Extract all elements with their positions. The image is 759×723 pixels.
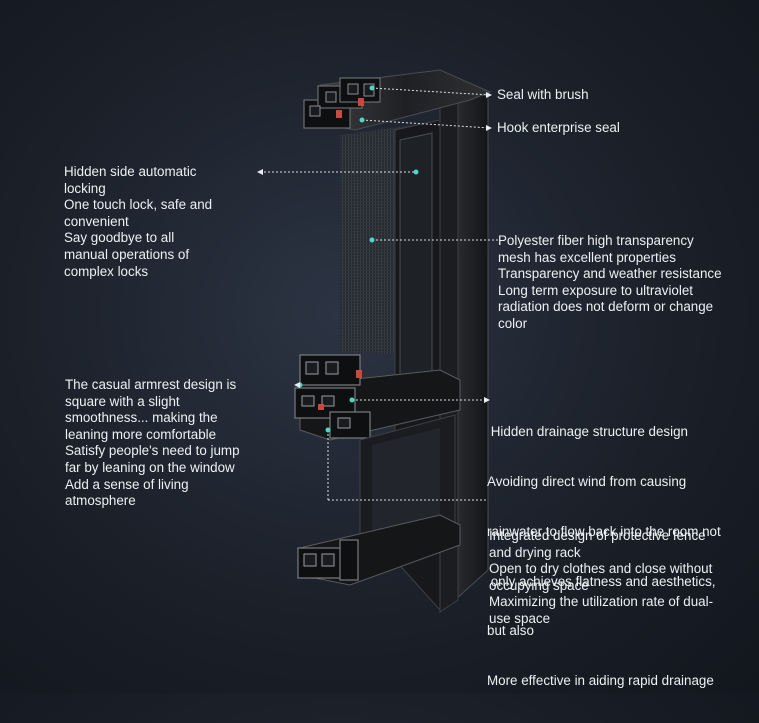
callout-dot-mesh [369,237,375,243]
lock-line: One touch lock, safe and [64,197,213,213]
rack-line: Open to dry clothes and close without [489,561,713,577]
mesh-line: radiation does not deform or change [498,299,714,315]
lock-line: manual operations of [64,246,190,262]
armrest-line: leaning more comfortable [65,426,217,442]
lock-line: Say goodbye to all [64,230,175,246]
armrest-line: far by leaning on the window [65,459,235,475]
callout-dot-lock [413,169,419,175]
armrest-line: Add a sense of living [65,476,189,492]
rack-line: use space [489,610,551,626]
callout-dot-drainage [349,397,355,403]
rack-line: and drying rack [489,544,581,560]
product-diagram: Seal with brush Hook enterprise seal Hid… [64,69,722,688]
outer-frame-right [454,94,489,602]
mesh-line: Long term exposure to ultraviolet [498,282,694,298]
rack-line: occupying space [489,577,589,593]
armrest-description: The casual armrest design is square with… [65,377,240,510]
drainage-line: only achieves flatness and aesthetics, [487,573,716,589]
drainage-line: Hidden drainage structure design [487,424,688,440]
rack-description: Integrated design of protective fence an… [489,528,713,628]
lock-line: Hidden side automatic [64,164,197,179]
label-seal-brush: Seal with brush [497,87,589,102]
bottom-profile-section [297,514,461,586]
drainage-line: Avoiding direct wind from causing [487,473,687,489]
armrest-line: atmosphere [65,493,136,509]
callout-line-hook-seal [361,119,491,129]
mesh-line: Transparency and weather resistance [498,266,722,282]
lock-line: complex locks [64,263,149,279]
callout-dot-hook-seal [359,117,365,123]
armrest-line: The casual armrest design is [65,377,237,392]
armrest-line: Satisfy people's need to jump [65,443,240,459]
rack-line: Maximizing the utilization rate of dual- [489,594,714,610]
mesh-line: Polyester fiber high transparency [498,233,694,248]
drainage-line: but also [487,623,534,639]
lock-line: convenient [64,213,129,229]
window-profile-illustration [257,69,500,613]
lock-description: Hidden side automatic locking One touch … [64,164,212,280]
rack-line: Integrated design of protective fence [489,528,706,543]
mesh-description: Polyester fiber high transparency mesh h… [498,233,722,333]
drainage-line: More effective in aiding rapid drainage [487,673,714,689]
label-hook-seal: Hook enterprise seal [497,120,620,135]
middle-profile-section [294,354,461,441]
callout-lines [260,87,500,501]
callout-dot-rack [325,427,331,433]
armrest-line: square with a slight [65,393,180,409]
drainage-description: Hidden drainage structure design Avoidin… [487,391,721,723]
armrest-line: smoothness... making the [65,410,218,426]
drainage-line: rainwater to flow back into the room not [487,523,721,539]
mesh-line: mesh has excellent properties [498,249,676,265]
callout-dot-seal-brush [369,85,375,91]
mesh-line: color [498,315,528,331]
lock-line: locking [64,180,106,196]
callout-arrowheads [257,92,492,403]
